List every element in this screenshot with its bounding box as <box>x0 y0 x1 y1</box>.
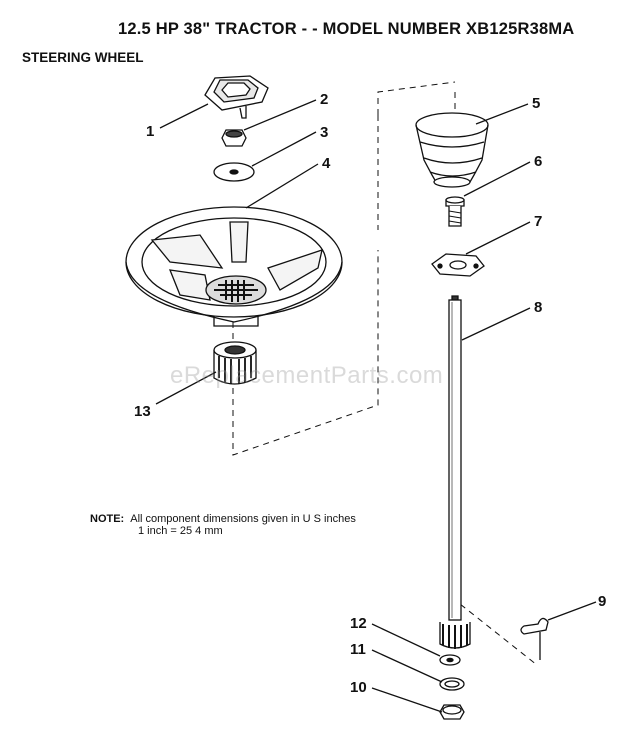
callout-8: 8 <box>534 299 542 316</box>
callout-6: 6 <box>534 153 542 170</box>
callout-11: 11 <box>350 641 366 658</box>
part-washer-small <box>439 677 465 691</box>
callout-2: 2 <box>320 91 328 108</box>
callout-5: 5 <box>532 95 540 112</box>
part-adapter-hub <box>213 341 257 385</box>
watermark: eReplacementParts.com <box>170 362 444 389</box>
note-line-1: All component dimensions given in U S in… <box>130 513 356 525</box>
part-pinion-gear <box>439 622 471 649</box>
part-lynch-pin <box>520 617 549 660</box>
section-subtitle: STEERING WHEEL <box>22 50 144 65</box>
part-washer-lower <box>439 654 461 666</box>
callout-10: 10 <box>350 679 367 696</box>
part-bolt <box>445 196 465 227</box>
note-line-2: 1 inch = 25 4 mm <box>138 525 223 537</box>
part-nut <box>221 129 247 147</box>
callout-4: 4 <box>322 155 331 172</box>
page-title: 12.5 HP 38" TRACTOR - - MODEL NUMBER XB1… <box>118 20 575 38</box>
callout-3: 3 <box>320 124 328 141</box>
callout-12: 12 <box>350 615 367 632</box>
note-label: NOTE: <box>90 513 125 525</box>
callout-13: 13 <box>134 403 151 420</box>
part-flange-bushing <box>431 253 485 277</box>
part-steering-cap <box>204 75 269 119</box>
dimension-note: NOTE: All component dimensions given in U… <box>90 513 356 537</box>
callout-9: 9 <box>598 593 606 610</box>
part-boot <box>415 112 489 188</box>
callout-7: 7 <box>534 213 542 230</box>
part-steering-wheel <box>125 206 343 327</box>
leader-lines <box>155 99 597 713</box>
callout-1: 1 <box>146 123 154 140</box>
part-hex-nut <box>439 704 465 720</box>
part-washer <box>213 162 255 182</box>
part-steering-shaft <box>448 295 462 621</box>
